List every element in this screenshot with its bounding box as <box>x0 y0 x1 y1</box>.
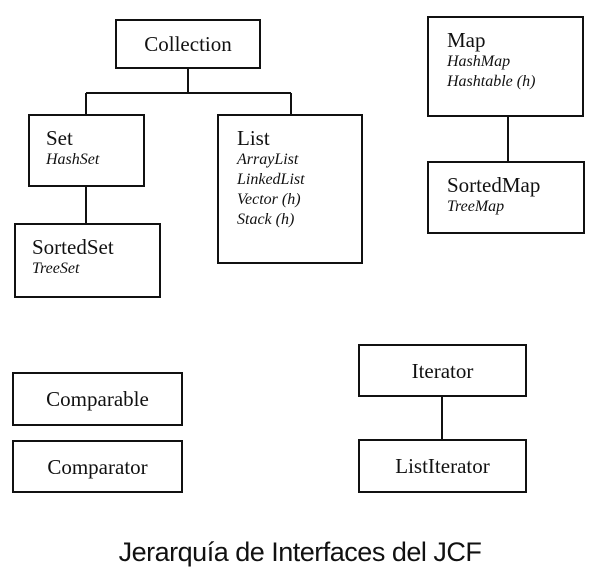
node-collection: Collection <box>115 19 261 69</box>
node-map-impl: HashMap <box>447 53 511 70</box>
node-sortedset: SortedSet TreeSet <box>14 223 161 298</box>
node-comparable: Comparable <box>12 372 183 426</box>
diagram-caption: Jerarquía de Interfaces del JCF <box>118 537 482 567</box>
node-set-impl: HashSet <box>46 151 100 168</box>
node-iterator-label: Iterator <box>411 358 474 383</box>
node-sortedset-impl: TreeSet <box>32 260 80 277</box>
node-iterator: Iterator <box>358 344 527 397</box>
node-set: Set HashSet <box>28 114 145 187</box>
node-set-label: Set <box>46 126 73 150</box>
node-sortedset-label: SortedSet <box>32 235 114 259</box>
node-list-impl: Stack (h) <box>237 211 295 228</box>
node-list-impl: ArrayList <box>237 151 299 168</box>
node-list-impl: Vector (h) <box>237 191 301 208</box>
node-sortedmap-label: SortedMap <box>447 173 541 197</box>
node-comparable-label: Comparable <box>46 387 149 411</box>
node-map-label: Map <box>447 28 486 52</box>
node-sortedmap-impl: TreeMap <box>447 198 505 215</box>
node-list: List ArrayList LinkedList Vector (h) Sta… <box>217 114 363 264</box>
node-listiterator-label: ListIterator <box>395 454 490 478</box>
node-list-impl: LinkedList <box>237 171 305 188</box>
node-collection-label: Collection <box>144 32 232 56</box>
node-map: Map HashMap Hashtable (h) <box>427 16 584 117</box>
node-listiterator: ListIterator <box>358 439 527 493</box>
node-comparator: Comparator <box>12 440 183 493</box>
node-comparator-label: Comparator <box>47 454 148 479</box>
node-list-label: List <box>237 126 270 150</box>
node-map-impl: Hashtable (h) <box>447 73 536 90</box>
node-sortedmap: SortedMap TreeMap <box>427 161 585 234</box>
